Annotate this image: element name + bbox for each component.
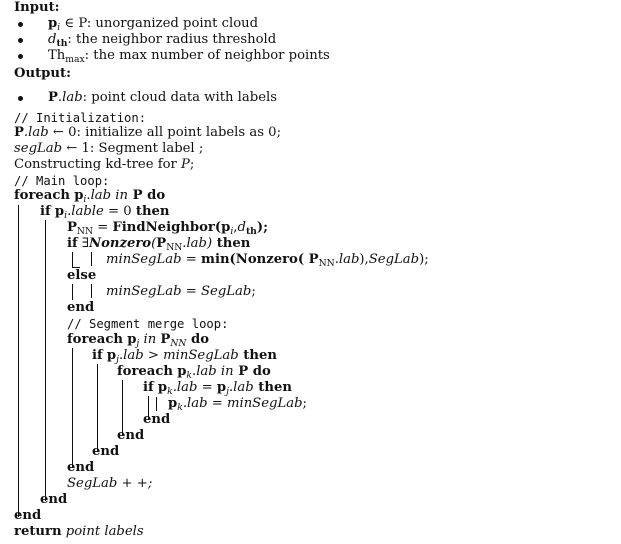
- block-bar-pk: [156, 397, 157, 411]
- end-keyword: end: [117, 428, 145, 443]
- input-item-1: pi ∈ P: unorganized point cloud: [48, 16, 259, 33]
- end-keyword: end: [67, 460, 95, 475]
- pk-assign: pk.lab = minSegLab;: [168, 396, 307, 413]
- return-statement: return point labels: [14, 524, 144, 539]
- foreach-inner: foreach pk.lab in P do: [117, 364, 271, 381]
- init-line-1: P.lab ← 0: initialize all point labels a…: [14, 125, 282, 140]
- end-keyword: end: [143, 412, 171, 427]
- block-line-foreach-outer: [18, 205, 19, 517]
- block-bar-then: [91, 252, 92, 266]
- input-item-3: Thmax: the max number of neighbor points: [48, 48, 330, 65]
- end-keyword: end: [14, 508, 42, 523]
- if-nonzero: if ∃Nonzero(PNN.lab) then: [67, 236, 251, 253]
- else-keyword: else: [67, 268, 97, 283]
- init-line-3: Constructing kd-tree for P;: [14, 157, 195, 172]
- if-pj: if pj.lab > minSegLab then: [92, 348, 277, 365]
- block-line-if-lable: [45, 220, 46, 501]
- block-line-else: [72, 284, 73, 300]
- block-bar-else: [91, 284, 92, 298]
- if-pk: if pk.lab = pj.lab then: [143, 380, 292, 397]
- minseg-assign-2: minSegLab = SegLab;: [106, 284, 256, 299]
- if-lable: if pi.lable = 0 then: [40, 204, 170, 221]
- block-line-foreach-mid: [72, 348, 73, 468]
- input-header: Input:: [14, 0, 60, 15]
- comment-main-loop: // Main loop:: [14, 174, 110, 188]
- block-line-if-pj: [97, 364, 98, 452]
- pnn-assign: PNN = FindNeighbor(pi,dth);: [67, 220, 268, 237]
- foreach-outer: foreach pi.lab in P do: [14, 188, 166, 205]
- algorithm-listing: Input: pi ∈ P: unorganized point cloud d…: [14, 0, 614, 544]
- minseg-assign-1: minSegLab = min(Nonzero( PNN.lab),SegLab…: [106, 252, 429, 269]
- comment-initialization: // Initialization:: [14, 111, 147, 125]
- comment-merge-loop: // Segment merge loop:: [67, 317, 229, 331]
- init-line-2: segLab ← 1: Segment label ;: [14, 141, 204, 156]
- block-line-foreach-inner: [122, 380, 123, 436]
- foreach-mid: foreach pj in PNN do: [67, 332, 209, 349]
- bullet-icon: [18, 54, 23, 59]
- output-item-1: P.lab: point cloud data with labels: [48, 90, 277, 105]
- seglab-increment: SegLab + +;: [67, 476, 153, 491]
- input-item-2: dth: the neighbor radius threshold: [48, 32, 277, 49]
- end-keyword: end: [67, 300, 95, 315]
- block-line-if-pk: [148, 396, 149, 420]
- bullet-icon: [18, 22, 23, 27]
- block-tick-if-nonzero: [72, 267, 80, 268]
- block-line-if-nonzero: [72, 252, 73, 268]
- bullet-icon: [18, 38, 23, 43]
- output-header: Output:: [14, 66, 71, 81]
- end-keyword: end: [92, 444, 120, 459]
- end-keyword: end: [40, 492, 68, 507]
- bullet-icon: [18, 96, 23, 101]
